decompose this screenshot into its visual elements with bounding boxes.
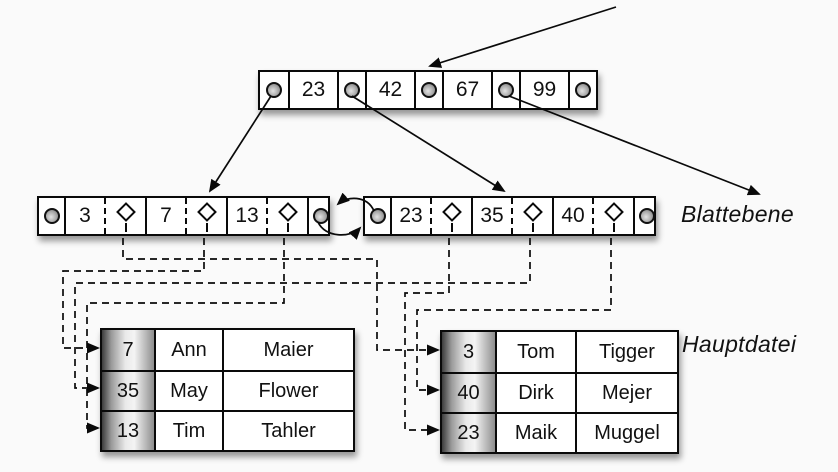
pointer-stem [124,223,127,232]
record-pointer-cell [513,198,552,234]
pointer-cell [633,198,658,234]
table-row: 13 Tim Tahler [102,410,353,450]
pointer-cell [307,198,332,234]
leaf-key-cell: 7 [147,198,187,234]
first-name-cell: Tim [154,412,222,450]
root-key-cell: 42 [365,72,414,108]
table-row: 3 Tom Tigger [442,332,677,372]
record-pointer-icon [115,202,136,222]
root-key-cell: 99 [519,72,568,108]
last-name-cell: Mejer [575,374,677,412]
arrow-into-root [428,6,617,68]
first-name-cell: Maik [495,414,575,452]
record-pointer-cell [106,198,145,234]
leaf-entry: 7 [145,198,226,234]
pointer-dot-icon [43,208,60,224]
table-row: 23 Maik Muggel [442,412,677,452]
arrow-root-to-right-leaf [351,95,506,193]
last-name-cell: Maier [222,330,353,370]
pointer-stem [286,223,289,232]
pointer-cell [260,72,288,108]
key-cell: 35 [102,372,154,410]
leaf-key-cell: 13 [228,198,268,234]
table-row: 40 Dirk Mejer [442,372,677,412]
first-name-cell: Dirk [495,374,575,412]
record-pointer-cell [432,198,471,234]
pointer-dot-icon [344,82,360,98]
last-name-cell: Flower [222,372,353,410]
leaf-entry: 23 [390,198,471,234]
record-pointer-icon [603,202,624,222]
pointer-dot-icon [266,82,282,98]
pointer-dot-icon [498,82,514,98]
table-row: 35 May Flower [102,370,353,410]
record-pointer-icon [441,202,462,222]
leaf-node-left: 3 7 13 [37,196,330,236]
leaf-key-cell: 35 [473,198,513,234]
pointer-dot-icon [312,208,329,224]
pointer-cell [414,72,442,108]
main-file-label: Hauptdatei [682,331,797,357]
first-name-cell: Tom [495,332,575,372]
pointer-dot-icon [575,82,591,98]
pointer-dot-icon [421,82,437,98]
leaf-key-cell: 3 [66,198,106,234]
leaf-level-label: Blattebene [681,201,794,227]
first-name-cell: Ann [154,330,222,370]
pointer-stem [531,223,534,232]
leaf-node-right: 23 35 40 [363,196,656,236]
key-cell: 23 [442,414,495,452]
key-cell: 40 [442,374,495,412]
pointer-stem [450,223,453,232]
record-pointer-icon [277,202,298,222]
last-name-cell: Tahler [222,412,353,450]
root-node: 23 42 67 99 [258,70,598,110]
record-pointer-cell [594,198,633,234]
pointer-cell [568,72,596,108]
record-pointer-cell [187,198,226,234]
pointer-cell [337,72,365,108]
main-file-table-left: 7 Ann Maier 35 May Flower 13 Tim Tahler [100,328,355,452]
pointer-cell [365,198,390,234]
main-file-table-right: 3 Tom Tigger 40 Dirk Mejer 23 Maik Mugge… [440,330,679,454]
record-pointer-icon [196,202,217,222]
pointer-stem [612,223,615,232]
key-cell: 7 [102,330,154,370]
last-name-cell: Muggel [575,414,677,452]
root-key-cell: 67 [442,72,491,108]
pointer-stem [205,223,208,232]
arrow-root-to-left-leaf [208,95,272,193]
pointer-cell [39,198,64,234]
root-key-cell: 23 [288,72,337,108]
leaf-entry: 40 [552,198,633,234]
leaf-entry: 35 [471,198,552,234]
last-name-cell: Tigger [575,332,677,372]
leaf-entry: 13 [226,198,307,234]
record-pointer-cell [268,198,307,234]
arrow-root-to-next-leaf [508,95,761,196]
table-row: 7 Ann Maier [102,330,353,370]
key-cell: 13 [102,412,154,450]
key-cell: 3 [442,332,495,372]
pointer-dot-icon [369,208,386,224]
record-pointer-icon [522,202,543,222]
first-name-cell: May [154,372,222,410]
pointer-cell [491,72,519,108]
leaf-entry: 3 [64,198,145,234]
pointer-dot-icon [638,208,655,224]
leaf-key-cell: 23 [392,198,432,234]
leaf-key-cell: 40 [554,198,594,234]
